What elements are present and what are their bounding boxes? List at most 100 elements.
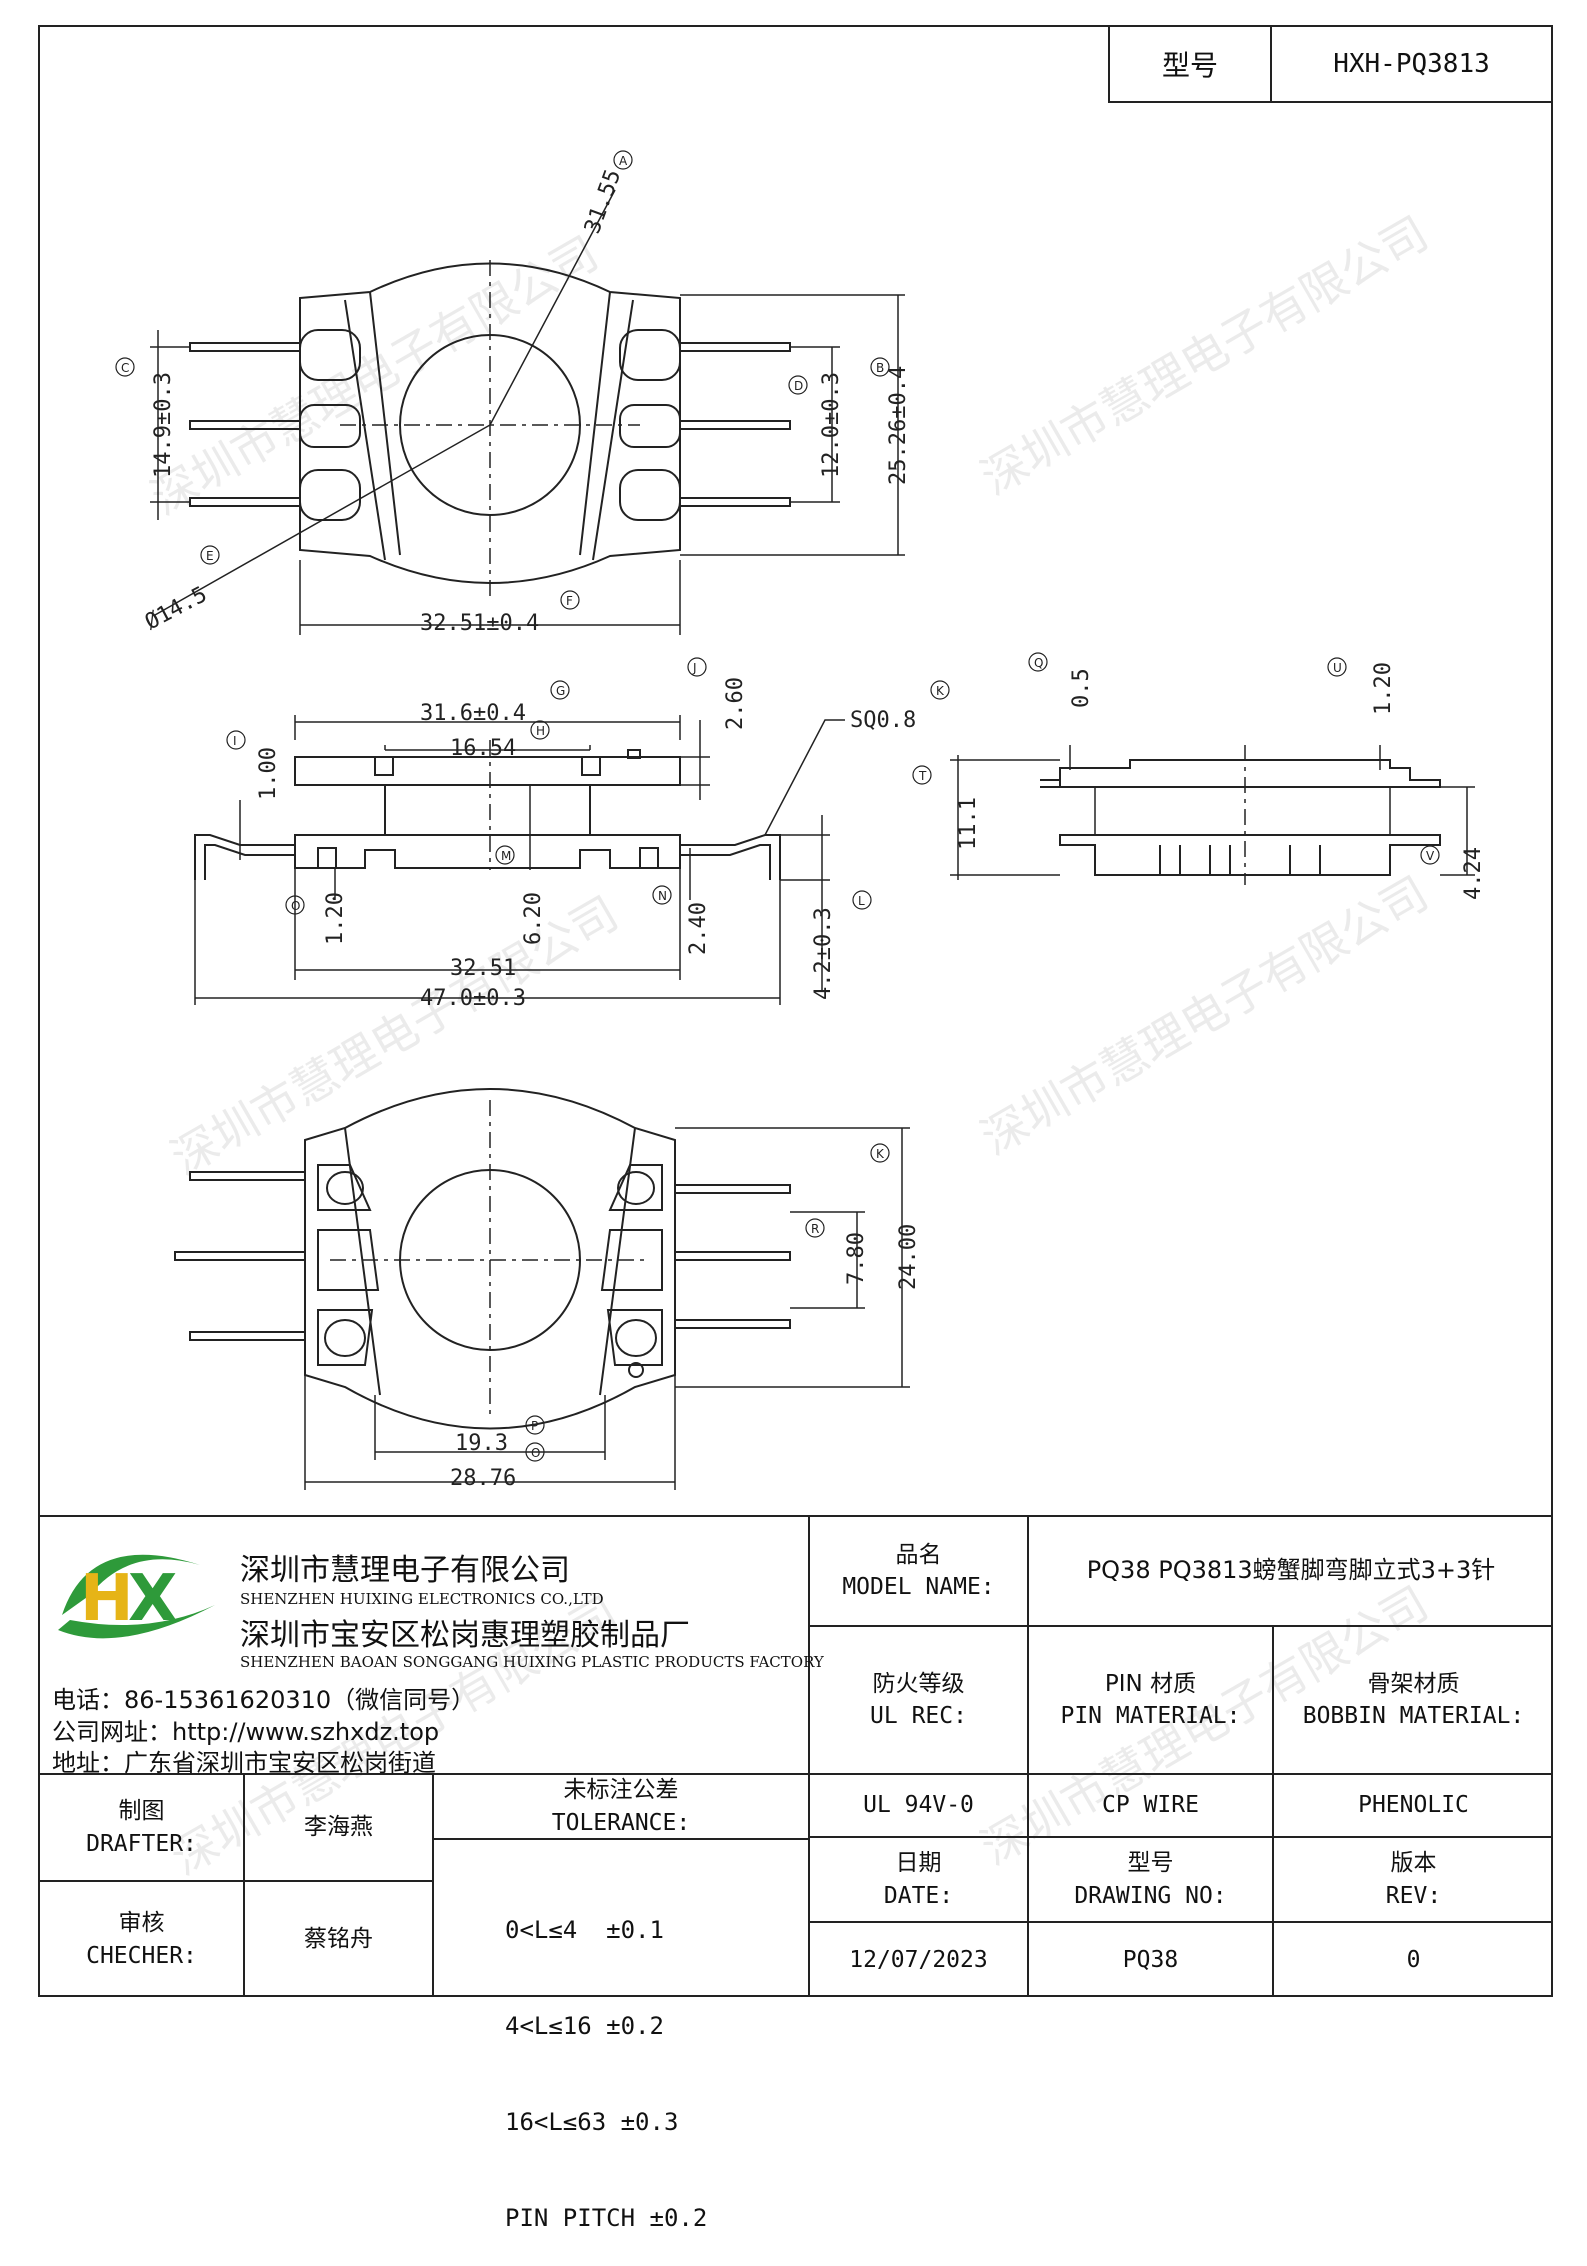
- marker: O: [531, 1446, 540, 1460]
- side-view: [194, 715, 845, 1005]
- tolerance-item: 0<L≤4 ±0.1: [505, 1916, 664, 1944]
- factory-name-cn: 深圳市宝安区松岗惠理塑胶制品厂: [240, 1618, 690, 1653]
- dim-28-76: 28.76: [450, 1466, 516, 1491]
- rev-value: 0: [1406, 1946, 1421, 1973]
- tolerance-list: 0<L≤4 ±0.1 4<L≤16 ±0.2 16<L≤63 ±0.3 PIN …: [505, 1850, 707, 2266]
- tolerance-label: 未标注公差 TOLERANCE:: [551, 1777, 691, 1836]
- dim-32-51-side: 32.51: [450, 956, 516, 981]
- divider: [1027, 1515, 1029, 1997]
- drawing-frame: [38, 25, 1553, 1997]
- dim-19-3: 19.3: [455, 1431, 508, 1456]
- marker: M: [501, 849, 511, 863]
- dim-31-55: 31.55: [580, 166, 626, 237]
- company-address: 地址：广东省深圳市宝安区松岗街道: [52, 1749, 436, 1777]
- dim-1-00: 1.00: [256, 747, 281, 800]
- marker: O: [291, 899, 300, 913]
- pin-material-value: CP WIRE: [1102, 1792, 1199, 1819]
- dim-sq0-8: SQ0.8: [850, 708, 916, 733]
- marker: K: [936, 684, 945, 698]
- dim-4-2: 4.2±0.3: [811, 907, 836, 1000]
- date-label: 日期 DATE:: [883, 1850, 954, 1909]
- dim-0-5: 0.5: [1069, 668, 1094, 708]
- logo-letter-x: X: [128, 1562, 177, 1636]
- tolerance-item: 16<L≤63 ±0.3: [505, 2108, 679, 2136]
- marker: F: [566, 594, 573, 608]
- marker: Q: [1034, 656, 1043, 670]
- tolerance-item: 4<L≤16 ±0.2: [505, 2012, 664, 2040]
- top-view: [150, 189, 905, 635]
- logo-letter-h: H: [80, 1562, 134, 1636]
- dim-24-00: 24.00: [896, 1224, 921, 1290]
- dim-47-0: 47.0±0.3: [420, 986, 526, 1011]
- dim-31-6: 31.6±0.4: [420, 701, 526, 726]
- dim-1-20-end: 1.20: [1371, 662, 1396, 715]
- technical-drawing: 31.55 Ø14.5 14.9±0.3 12.0±0.3 25.26±0.4 …: [115, 150, 1486, 1491]
- model-label: 型号: [1110, 27, 1272, 101]
- marker: U: [1333, 661, 1342, 675]
- drawing-no-label: 型号 DRAWING NO:: [1074, 1850, 1227, 1909]
- marker: J: [692, 661, 697, 675]
- model-name-value: PQ38 PQ3813螃蟹脚弯脚立式3+3针: [1086, 1556, 1496, 1585]
- marker: E: [206, 549, 214, 563]
- marker: N: [658, 889, 667, 903]
- dim-1-20: 1.20: [323, 892, 348, 945]
- marker: T: [918, 769, 927, 783]
- dim-6-20: 6.20: [521, 892, 546, 945]
- model-name-label: 品名 MODEL NAME:: [842, 1541, 995, 1600]
- marker: R: [811, 1222, 819, 1236]
- divider: [808, 1836, 1553, 1838]
- drawing-no-value: PQ38: [1122, 1946, 1179, 1973]
- checker-name: 蔡铭舟: [304, 1926, 373, 1953]
- date-value: 12/07/2023: [849, 1946, 988, 1973]
- dim-32-51: 32.51±0.4: [420, 611, 539, 636]
- marker: C: [121, 361, 129, 375]
- bobbin-material-value: PHENOLIC: [1358, 1792, 1469, 1819]
- marker: G: [556, 684, 565, 698]
- dim-4-24: 4.24: [1461, 847, 1486, 900]
- marker: D: [794, 379, 803, 393]
- marker: B: [876, 361, 884, 375]
- tolerance-item: PIN PITCH ±0.2: [505, 2204, 708, 2232]
- divider: [243, 1773, 245, 1997]
- model-value: HXH-PQ3813: [1333, 49, 1490, 79]
- divider: [808, 1515, 810, 1997]
- bobbin-material-label: 骨架材质 BOBBIN MATERIAL:: [1302, 1670, 1525, 1729]
- drafter-label: 制图 DRAFTER:: [86, 1798, 197, 1857]
- marker: H: [536, 724, 545, 738]
- checker-label: 审核 CHECHER:: [86, 1910, 197, 1969]
- ul-rec-label: 防火等级 UL REC:: [870, 1670, 967, 1729]
- hx-logo: H X: [58, 1554, 215, 1639]
- dim-11-1: 11.1: [956, 797, 981, 850]
- dim-14-9: 14.9±0.3: [151, 372, 176, 478]
- marker: L: [858, 894, 865, 908]
- factory-name-en: SHENZHEN BAOAN SONGGANG HUIXING PLASTIC …: [240, 1653, 824, 1671]
- logo-swoosh-bottom: [58, 1605, 215, 1639]
- dim-7-80: 7.80: [844, 1232, 869, 1285]
- company-name-cn: 深圳市慧理电子有限公司: [240, 1553, 570, 1588]
- company-phone: 电话：86-15361620310（微信同号）: [52, 1686, 476, 1714]
- drafter-name: 李海燕: [304, 1814, 373, 1841]
- company-website[interactable]: 公司网址：http://www.szhxdz.top: [52, 1718, 440, 1746]
- divider: [432, 1773, 434, 1997]
- marker: V: [1426, 849, 1435, 863]
- divider: [38, 1880, 432, 1882]
- marker: A: [619, 154, 628, 168]
- reference-markers: A B C D E F G H I J K M N O L Q U T V K …: [115, 150, 1440, 1462]
- divider: [432, 1838, 808, 1840]
- divider: [808, 1625, 1553, 1627]
- title-block-top-line: [38, 1515, 1553, 1517]
- dim-25-26: 25.26±0.4: [886, 366, 911, 485]
- model-number-box: 型号 HXH-PQ3813: [1108, 25, 1553, 103]
- divider: [1272, 1625, 1274, 1997]
- ul-rec-value: UL 94V-0: [863, 1792, 974, 1819]
- dim-dia-14-5: Ø14.5: [141, 582, 211, 635]
- dim-2-60: 2.60: [723, 677, 748, 730]
- marker: P: [531, 1419, 538, 1433]
- bottom-view: [174, 1088, 910, 1490]
- end-view: [950, 745, 1475, 885]
- dim-16-54: 16.54: [450, 736, 516, 761]
- logo-swoosh-top: [62, 1554, 200, 1615]
- marker: I: [233, 734, 237, 748]
- rev-label: 版本 REV:: [1385, 1850, 1442, 1909]
- marker: K: [876, 1147, 885, 1161]
